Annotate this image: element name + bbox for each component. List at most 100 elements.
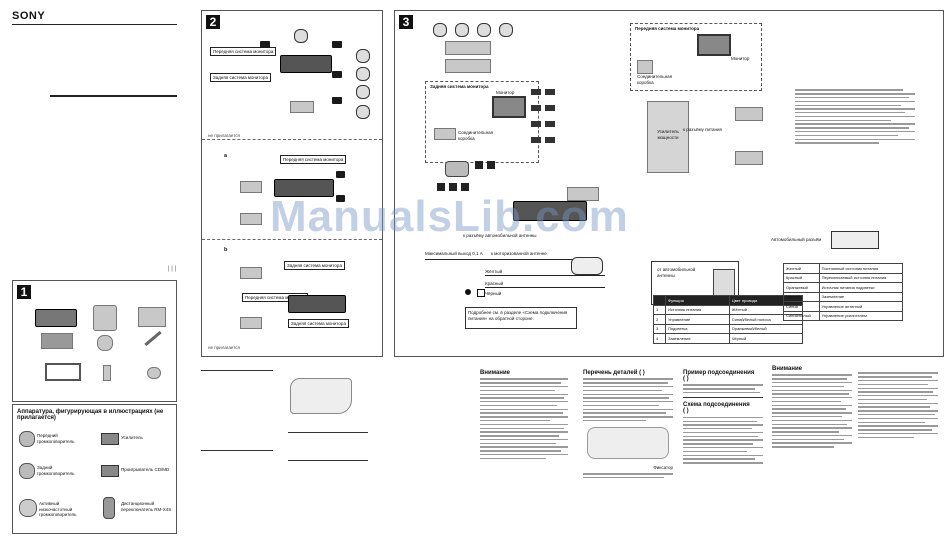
- p3-power-label: к разъёму питания: [683, 127, 722, 132]
- p2-speaker-a: [294, 29, 308, 43]
- p3-rear-monitor-screen: [492, 96, 526, 118]
- p3-antenna-conn: [831, 231, 879, 249]
- p3-wire-yellow: Жёлтый: [485, 269, 503, 274]
- p2-tag-3: [332, 71, 343, 78]
- p2-sub-b: b: [224, 247, 228, 253]
- equip-label-3: Проигрыватель CD/MD: [121, 467, 170, 472]
- p3-right-spk-1: [735, 107, 763, 121]
- bottom-col-4: Внимание: [772, 366, 852, 450]
- p2-lower-rule-4: [288, 460, 368, 461]
- p2-lower-rule: [201, 370, 273, 371]
- p2-note-bottom: не прилагается: [208, 345, 240, 350]
- p2-b-box-1: [240, 267, 262, 279]
- bottom-col-4-title: Внимание: [772, 366, 802, 372]
- p3-front-junction: [637, 60, 653, 74]
- equip-label-1: Усилитель: [121, 435, 143, 440]
- p2-a-tag-2: [336, 195, 346, 202]
- p3-antenna-line: к разъёму автомобильной антенны: [463, 233, 537, 238]
- p3-rca-cluster: [531, 89, 561, 159]
- bottom-col-3-sub2: ( ): [683, 408, 689, 415]
- p2-headunit-top: [280, 55, 332, 73]
- equip-item-1: [101, 433, 119, 445]
- p3-amp-top-2: [445, 59, 491, 73]
- p2-speaker-e: [356, 105, 370, 119]
- bottom-col-3-title2: Схема подсоединения: [683, 402, 750, 409]
- equip-label-0: Передний громкоговоритель: [37, 433, 75, 444]
- p3-front-monitor-word: Монитор: [731, 56, 750, 61]
- equip-item-5: [103, 497, 115, 519]
- bottom-fig-caption: Фиксатор: [653, 465, 673, 471]
- equip-item-2: [19, 463, 35, 479]
- cover-rule-mid: [50, 95, 177, 97]
- panel-2: 2 Передняя система монитора Задняя систе…: [201, 10, 383, 357]
- p3-wire-red: Красный: [485, 281, 504, 286]
- p2-hand-sketch: [290, 378, 352, 414]
- bottom-col-5: [858, 370, 938, 440]
- p3-rear-monitor-label: Задняя система монитора: [430, 84, 489, 89]
- p3-ground-icon: [477, 289, 485, 297]
- part-unit-sketch: [35, 309, 77, 327]
- p2-tag-1: [260, 41, 271, 48]
- p2-speaker-b: [356, 49, 370, 63]
- p2-divider-1: [202, 139, 382, 140]
- p3-note-box: Подробнее см. в разделе «Схема подключен…: [465, 307, 577, 329]
- p2-divider-2: [202, 239, 382, 240]
- part-key-sketch: [97, 335, 113, 351]
- p2-lower-rule-2: [201, 450, 273, 451]
- part-bracket-sketch: [93, 305, 117, 331]
- equip-label-5: Дистанционный переключатель RM-X4S: [121, 501, 172, 512]
- p3-conn-block: [713, 269, 735, 297]
- brand-logo: SONY: [12, 10, 46, 22]
- part-clip-sketch: [147, 367, 161, 379]
- p3-amp-right: [647, 101, 689, 173]
- p2-lower-rule-3: [288, 432, 368, 433]
- p2-a-box-2: [240, 213, 262, 225]
- p3-rear-monitor-word: Монитор: [496, 90, 515, 95]
- cover-rule-top: [12, 24, 177, 25]
- panel-1: 1: [12, 280, 177, 402]
- p2-b-rear-label: Задняя система монитора: [284, 261, 345, 270]
- p3-remote-label: от автомобильной антенны: [657, 267, 696, 278]
- p2-note-top: не прилагается: [208, 133, 240, 138]
- p3-wire-motor: к моторизованной антенне: [491, 251, 547, 256]
- bottom-col-1-title: Внимание: [480, 370, 510, 376]
- p3-rear-junction: [434, 128, 456, 140]
- bottom-col-3-title: Пример подсоединения: [683, 370, 755, 376]
- part-pin-sketch: [103, 365, 111, 381]
- p2-speaker-d: [356, 85, 370, 99]
- p2-a-headunit: [274, 179, 334, 197]
- p2-rear-monitor-label: Задняя система монитора: [210, 73, 271, 82]
- bottom-col-1: Внимание: [480, 370, 568, 462]
- p3-car-side-label: Автомобильный разъём: [771, 237, 822, 242]
- equipment-caption: Аппаратура, фигурирующая в иллюстрациях …: [17, 409, 164, 421]
- p3-wire-output: Максимальный выход 0,1 А: [425, 251, 483, 256]
- bottom-col-3: Пример подсоединения ( ) Схема подсоедин…: [683, 370, 763, 466]
- p2-sub-a: a: [224, 153, 228, 159]
- p2-b-box-2: [240, 317, 262, 329]
- p3-front-monitor-box: Передняя система монитора Монитор Соедин…: [630, 23, 762, 91]
- p3-rear-monitor-box: Задняя система монитора Монитор Соединит…: [425, 81, 539, 163]
- panel-1-equipment: Аппаратура, фигурирующая в иллюстрациях …: [12, 404, 177, 534]
- equip-label-4: Активный низкочастотный громкоговоритель: [39, 501, 77, 517]
- p3-wire-2: [485, 275, 605, 276]
- part-screw-sketch: [138, 307, 166, 327]
- panel-3-number: 3: [399, 15, 413, 29]
- panel-2-number: 2: [206, 15, 220, 29]
- part-rod-sketch: [144, 330, 162, 347]
- p3-amp-label: Усилитель мощности: [657, 129, 679, 140]
- p2-a-tag: [336, 171, 346, 178]
- p3-fuse-icon: [465, 289, 471, 295]
- p2-tag-2: [332, 41, 343, 48]
- p3-connector: [567, 187, 599, 201]
- p3-front-junction-label: Соединительная коробка: [637, 74, 673, 85]
- p2-speaker-c: [356, 67, 370, 81]
- p2-amp-top: [290, 101, 314, 113]
- bottom-col-2-figure: [587, 427, 669, 460]
- equip-item-4: [19, 499, 37, 517]
- bottom-col-2: Перечень деталей ( ) Фиксатор: [583, 370, 673, 481]
- equip-label-2: Задний громкоговоритель: [37, 465, 75, 476]
- watermark: ManualsLib.com: [270, 192, 629, 241]
- cover-marks: | | |: [168, 266, 177, 272]
